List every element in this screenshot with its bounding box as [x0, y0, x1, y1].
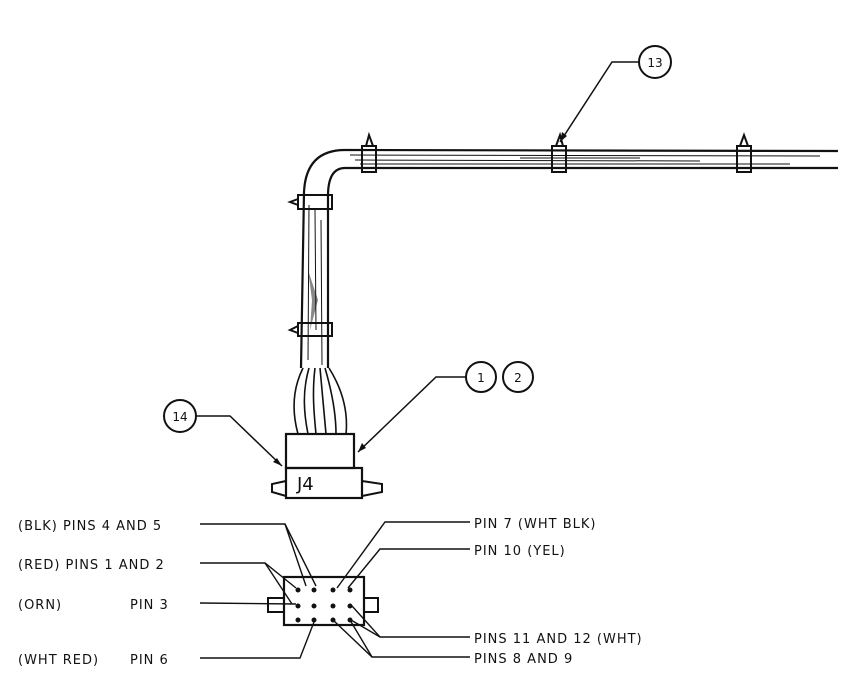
connector-pins: [295, 587, 353, 623]
label-pins-8-9: PINS 8 AND 9: [474, 652, 573, 667]
label-red-pins: (RED) PINS 1 AND 2: [18, 558, 165, 573]
wire-harness: [299, 148, 839, 369]
label-blk-pins: (BLK) PINS 4 AND 5: [18, 519, 162, 534]
callout-2-text: 2: [514, 371, 522, 385]
cable-clamp-3: [736, 132, 752, 173]
callout-13: 13: [559, 45, 672, 143]
callout-13-text: 13: [647, 56, 662, 70]
label-pin-7: PIN 7 (WHT BLK): [474, 517, 596, 532]
cable-clamp-2: [551, 131, 567, 173]
connector-face: [267, 575, 379, 627]
callout-1-2: 1 2: [357, 361, 534, 453]
cable-clamp-4: [287, 194, 333, 210]
callout-1-text: 1: [477, 371, 485, 385]
label-pin-10: PIN 10 (YEL): [474, 544, 566, 559]
cable-clamp-1: [361, 131, 377, 173]
label-orn-color: (ORN): [18, 598, 62, 613]
label-orn-pin: PIN 3: [130, 598, 169, 613]
connector-label: J4: [296, 474, 314, 495]
callout-14: 14: [163, 399, 283, 467]
callout-14-text: 14: [172, 410, 187, 424]
label-whtred-color: (WHT RED): [18, 653, 99, 668]
label-whtred-pin: PIN 6: [130, 653, 169, 668]
pin-leader-lines: [199, 521, 470, 659]
label-pins-11-12: PINS 11 AND 12 (WHT): [474, 632, 643, 647]
connector-j4: J4: [271, 432, 383, 500]
cable-clamp-5: [287, 322, 333, 337]
wire-fanout: [293, 367, 348, 435]
